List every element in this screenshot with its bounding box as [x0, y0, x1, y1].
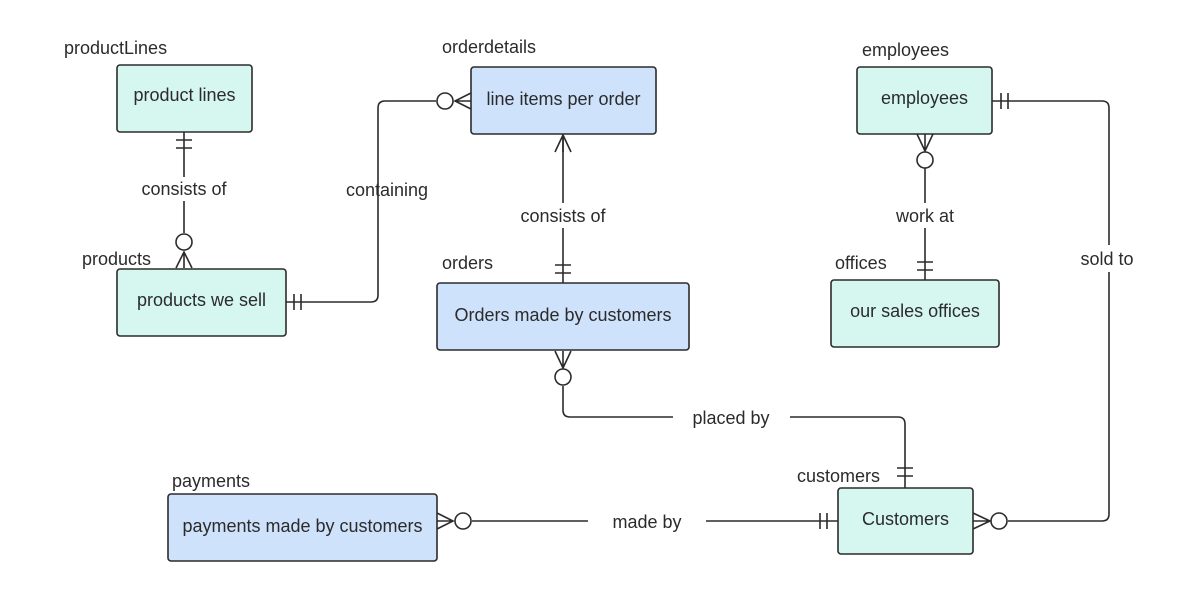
entity-box: [470, 66, 657, 135]
entity-tag: customers: [797, 466, 880, 486]
crowfoot-marker: [554, 350, 572, 370]
entity-tag: payments: [172, 471, 250, 491]
entity-box: [436, 282, 690, 351]
entity-box: [116, 268, 287, 337]
entity-tag: offices: [835, 253, 887, 273]
entity-box: [167, 493, 438, 562]
entity-label: product lines: [133, 85, 235, 105]
relationship-label-made-by: made by: [612, 512, 681, 532]
one-and-only-one-marker: [293, 294, 302, 310]
one-and-only-one-marker: [897, 467, 913, 477]
entity-product-lines[interactable]: productLines product lines: [64, 38, 253, 133]
entity-label: Customers: [862, 509, 949, 529]
connector-offices-employees: [916, 133, 934, 280]
zero-marker: [916, 151, 934, 169]
entity-employees[interactable]: employees employees: [856, 40, 993, 135]
entity-label: our sales offices: [850, 301, 980, 321]
one-and-only-one-marker: [917, 261, 933, 271]
zero-marker: [990, 512, 1008, 530]
zero-marker: [554, 368, 572, 386]
crowfoot-marker: [554, 133, 572, 153]
one-and-only-one-marker: [176, 139, 192, 149]
entity-label: payments made by customers: [182, 516, 422, 536]
relationship-label-placed-by: placed by: [692, 408, 769, 428]
entity-products[interactable]: products products we sell: [82, 249, 287, 337]
crowfoot-marker: [453, 92, 472, 110]
crowfoot-marker: [916, 133, 934, 153]
connector-products-orderdetails: [286, 92, 472, 310]
connector-orders-orderdetails: [554, 133, 572, 283]
relationship-label-consists-of: consists of: [141, 179, 227, 199]
entity-box: [837, 487, 974, 555]
entity-tag: orderdetails: [442, 37, 536, 57]
one-and-only-one-marker: [819, 513, 828, 529]
entity-label: employees: [881, 88, 968, 108]
entity-tag: productLines: [64, 38, 167, 58]
zero-marker: [436, 92, 454, 110]
entity-offices[interactable]: offices our sales offices: [830, 253, 1000, 348]
crowfoot-marker: [436, 512, 455, 530]
zero-marker: [454, 512, 472, 530]
crowfoot-marker: [972, 512, 992, 530]
entity-label: Orders made by customers: [454, 305, 671, 325]
one-and-only-one-marker: [1000, 93, 1009, 109]
connector-productlines-products: [175, 132, 193, 269]
entity-label: line items per order: [486, 89, 640, 109]
connector-customers-payments: [436, 512, 838, 530]
entity-orderdetails[interactable]: orderdetails line items per order: [442, 37, 657, 135]
zero-marker: [175, 233, 193, 251]
relationship-label-containing: containing: [346, 180, 428, 200]
entity-tag: employees: [862, 40, 949, 60]
entity-customers[interactable]: customers Customers: [797, 466, 974, 555]
crowfoot-marker: [175, 250, 193, 269]
relationship-label-work-at: work at: [895, 206, 954, 226]
entity-orders[interactable]: orders Orders made by customers: [436, 253, 690, 351]
entity-tag: orders: [442, 253, 493, 273]
entity-payments[interactable]: payments payments made by customers: [167, 471, 438, 562]
connector-employees-customers: [972, 93, 1110, 530]
relationship-label-consists-of: consists of: [520, 206, 606, 226]
connector-customers-orders: [554, 350, 913, 488]
one-and-only-one-marker: [555, 264, 571, 274]
entity-label: products we sell: [137, 290, 266, 310]
entity-box: [116, 64, 253, 133]
relationship-label-sold-to: sold to: [1080, 249, 1133, 269]
entity-tag: products: [82, 249, 151, 269]
entity-box: [856, 66, 993, 135]
entity-box: [830, 279, 1000, 348]
